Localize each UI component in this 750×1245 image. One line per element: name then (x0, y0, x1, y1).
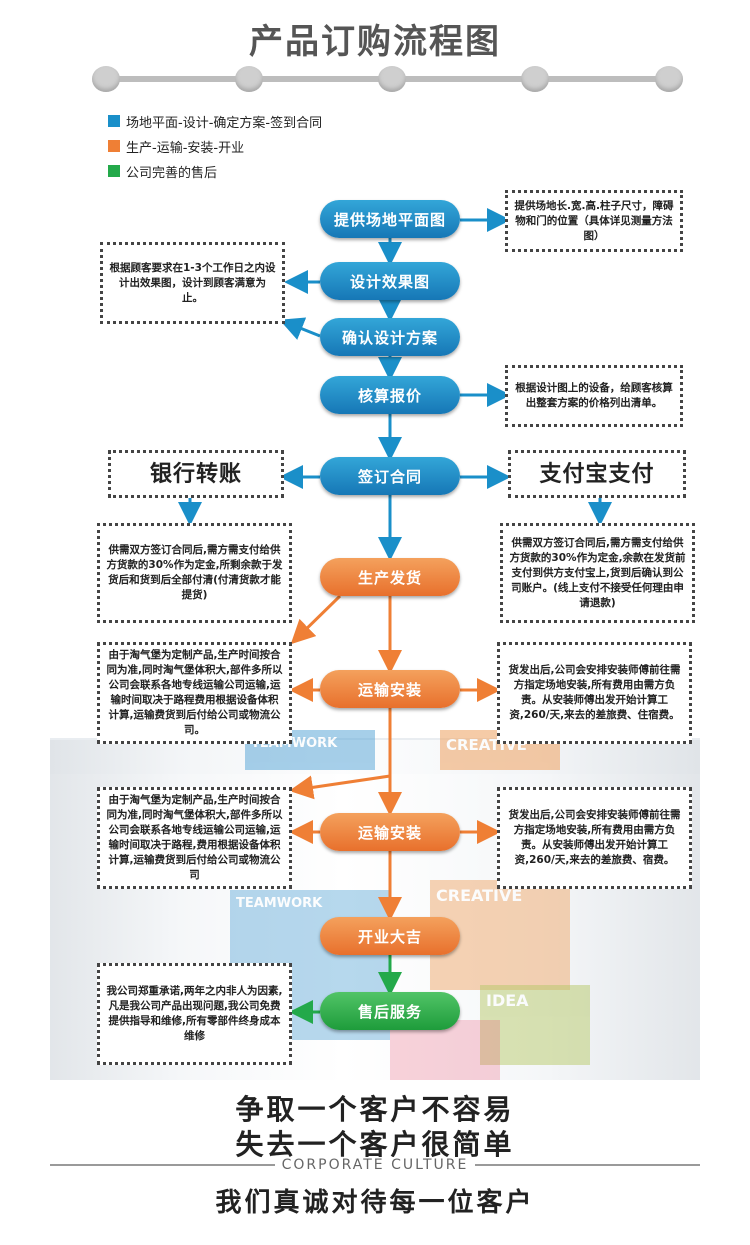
step-opening: 开业大吉 (320, 917, 460, 955)
legend-item-design: 场地平面-设计-确定方案-签到合同 (108, 112, 323, 131)
step-after-sales: 售后服务 (320, 992, 460, 1030)
note-transport: 由于淘气堡为定制产品,生产时间按合同为准,同时淘气堡体积大,部件多所以公司会联系… (97, 642, 292, 744)
creative-tile: CREATIVE (430, 880, 570, 990)
note-site-plan: 提供场地长.宽.高.柱子尺寸，障碍物和门的位置（具体详见测量方法图） (505, 190, 683, 252)
note-bank-terms: 供需双方签订合同后,需方需支付给供方货款的30%作为定金,所剩余款于发货后和货到… (97, 523, 292, 623)
slogan-line-1: 争取一个客户不容易 (235, 1093, 515, 1126)
note-quote: 根据设计图上的设备，给顾客核算出整套方案的价格列出清单。 (505, 365, 683, 427)
step-site-plan: 提供场地平面图 (320, 200, 460, 238)
note-alipay-terms: 供需双方签订合同后,需方需支付给供方货款的30%作为定金,余款在发货前支付到供方… (500, 523, 695, 623)
company-motto: 我们真诚对待每一位客户 (215, 1188, 535, 1218)
legend-swatch-green (108, 165, 120, 177)
step-confirm-design: 确认设计方案 (320, 318, 460, 356)
step-transport-install: 运输安装 (320, 670, 460, 708)
legend-label: 生产-运输-安装-开业 (126, 140, 245, 156)
legend-label: 场地平面-设计-确定方案-签到合同 (126, 115, 323, 131)
decor-tile (390, 1020, 500, 1080)
rail-dot (92, 66, 120, 92)
legend-item-service: 公司完善的售后 (108, 162, 218, 181)
note-transport-2: 由于淘气堡为定制产品,生产时间按合同为准,同时淘气堡体积大,部件多所以公司会联系… (97, 787, 292, 889)
slogan-line-2: 失去一个客户很简单 (235, 1128, 515, 1161)
note-design: 根据顾客要求在1-3个工作日之内设计出效果图，设计到顾客满意为止。 (100, 242, 285, 324)
step-production: 生产发货 (320, 558, 460, 596)
step-sign-contract: 签订合同 (320, 457, 460, 495)
rail-dot (378, 66, 406, 92)
legend-label: 公司完善的售后 (126, 165, 218, 181)
rail-dot (235, 66, 263, 92)
note-warranty: 我公司郑重承诺,两年之内非人为因素,凡是我公司产品出现问题,我公司免费提供指导和… (97, 963, 292, 1065)
step-quote: 核算报价 (320, 376, 460, 414)
corporate-culture-label: CORPORATE CULTURE (275, 1157, 475, 1173)
rail-dot (655, 66, 683, 92)
step-transport-install-2: 运输安装 (320, 813, 460, 851)
bank-transfer: 银行转账 (108, 450, 284, 498)
legend-item-production: 生产-运输-安装-开业 (108, 137, 245, 156)
idea-tile: IDEA (480, 985, 590, 1065)
page-title: 产品订购流程图 (249, 22, 501, 62)
step-design-render: 设计效果图 (320, 262, 460, 300)
legend-swatch-orange (108, 140, 120, 152)
note-install-2: 货发出后,公司会安排安装师傅前往需方指定场地安装,所有费用由需方负责。从安装师傅… (497, 787, 692, 889)
alipay-payment: 支付宝支付 (508, 450, 686, 498)
legend-swatch-blue (108, 115, 120, 127)
rail-dot (521, 66, 549, 92)
note-install: 货发出后,公司会安排安装师傅前往需方指定场地安装,所有费用由需方负责。从安装师傅… (497, 642, 692, 744)
